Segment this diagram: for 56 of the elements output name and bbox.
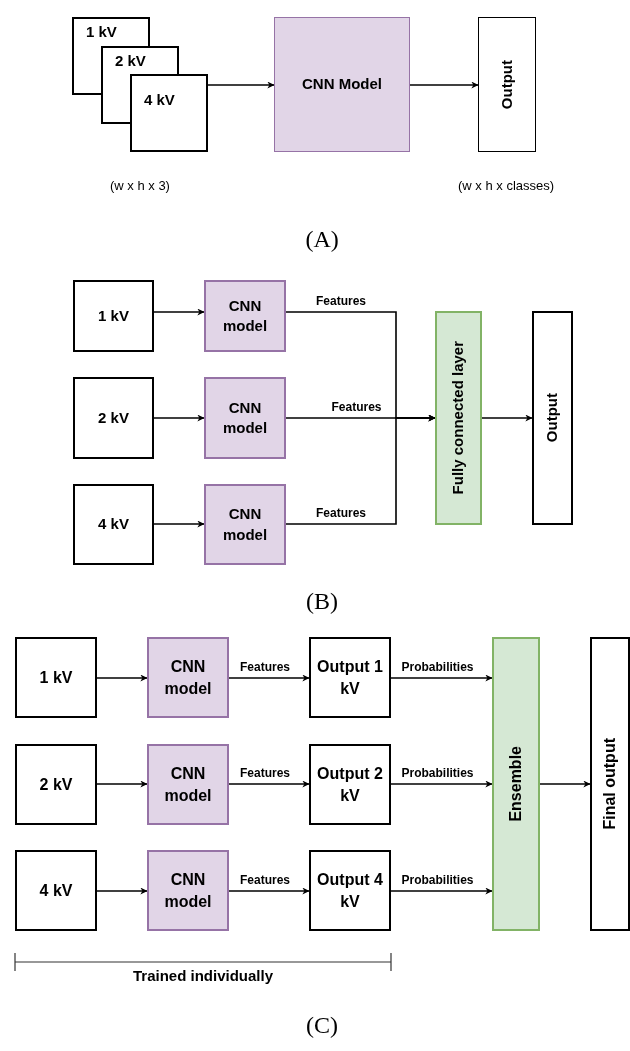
input-box: 1 kV xyxy=(15,637,97,718)
arrow xyxy=(153,520,205,528)
edge-label: Features xyxy=(239,873,291,887)
arrow xyxy=(153,414,205,422)
input-box: 2 kV xyxy=(101,46,179,74)
arrow xyxy=(409,81,479,89)
edge-label: Features xyxy=(315,294,367,308)
input-box: 4 kV xyxy=(73,484,154,565)
model-box: CNN model xyxy=(147,637,229,718)
arrow xyxy=(96,887,148,895)
edge-label: Features xyxy=(239,766,291,780)
output-box: Output 2 kV xyxy=(309,744,391,825)
arrow xyxy=(285,414,436,525)
arrow xyxy=(96,780,148,788)
edge-label: Features xyxy=(330,400,383,414)
layer-box: Fully connected layer xyxy=(435,311,482,525)
input-box: 1 kV xyxy=(72,17,150,46)
edge-label: Features xyxy=(239,660,291,674)
output-box: Output xyxy=(478,17,536,152)
model-box: CNN model xyxy=(147,744,229,825)
bracket-label: Trained individually xyxy=(133,967,274,984)
output-box: Final output xyxy=(590,637,630,931)
arrow xyxy=(390,780,493,788)
input-box: 2 kV xyxy=(73,377,154,459)
input-box: 1 kV xyxy=(73,280,154,352)
shape-annotation: (w x h x classes) xyxy=(458,178,555,193)
model-box: CNN model xyxy=(147,850,229,931)
ensemble-box: Ensemble xyxy=(492,637,540,931)
edge-label: Probabilities xyxy=(400,766,475,780)
arrow xyxy=(96,674,148,682)
arrow xyxy=(228,780,310,788)
output-box: Output 4 kV xyxy=(309,850,391,931)
panel-label: (B) xyxy=(306,588,338,615)
model-box: CNN model xyxy=(204,377,286,459)
model-box: CNN model xyxy=(204,484,286,565)
arrow xyxy=(207,81,275,89)
edge-label: Probabilities xyxy=(400,660,475,674)
arrow xyxy=(228,674,310,682)
model-box: CNN Model xyxy=(274,17,410,152)
arrow xyxy=(390,887,493,895)
output-box: Output xyxy=(532,311,573,525)
edge-label: Features xyxy=(315,506,367,520)
edge-label: Probabilities xyxy=(400,873,475,887)
input-box: 4 kV xyxy=(130,74,208,152)
arrow xyxy=(390,674,493,682)
shape-annotation: (w x h x 3) xyxy=(110,178,170,193)
arrow xyxy=(153,308,205,316)
input-box: 2 kV xyxy=(15,744,97,825)
output-box: Output 1 kV xyxy=(309,637,391,718)
arrow xyxy=(481,414,533,422)
arrow xyxy=(539,780,591,788)
arrow xyxy=(228,887,310,895)
model-box: CNN model xyxy=(204,280,286,352)
panel-label: (A) xyxy=(305,226,339,253)
input-box: 4 kV xyxy=(15,850,97,931)
panel-label: (C) xyxy=(306,1012,338,1039)
